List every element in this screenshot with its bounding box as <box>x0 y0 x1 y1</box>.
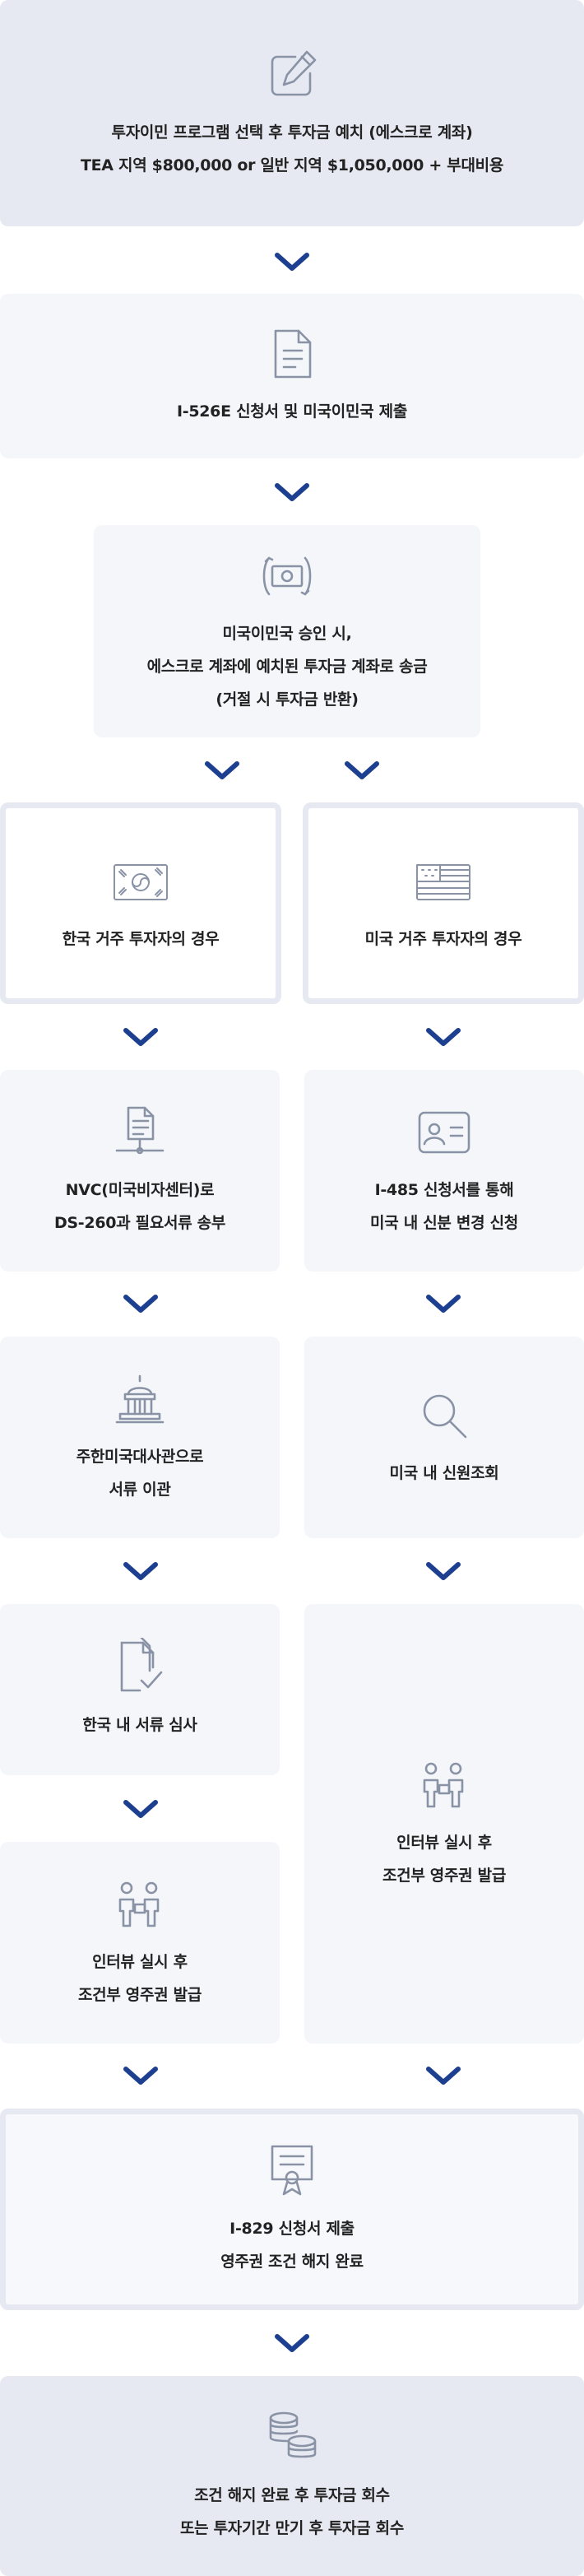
document-check-icon <box>110 1638 169 1697</box>
step-line: 조건 해지 완료 후 투자금 회수 <box>194 2485 390 2504</box>
step-deposit: 투자이민 프로그램 선택 후 투자금 예치 (에스크로 계좌) TEA 지역 $… <box>0 0 584 226</box>
money-exchange-icon <box>257 546 317 606</box>
step-line: I-829 신청서 제출 <box>229 2219 355 2238</box>
step-line: 주한미국대사관으로 <box>76 1447 204 1466</box>
chevron-down-icon <box>425 1294 461 1314</box>
step-line: 미국 거주 투자자의 경우 <box>364 929 522 948</box>
step-line: 서류 이관 <box>109 1480 171 1499</box>
step-recovery: 조건 해지 완료 후 투자금 회수 또는 투자기간 만기 후 투자금 회수 <box>0 2376 584 2576</box>
step-line: 한국 내 서류 심사 <box>82 1716 197 1734</box>
step-line: 조건부 영주권 발급 <box>382 1867 507 1885</box>
branch-korea-resident: 한국 거주 투자자의 경우 <box>0 802 281 1004</box>
step-line: I-526E 신청서 및 미국이민국 제출 <box>176 402 408 421</box>
network-document-icon <box>110 1103 169 1162</box>
chevron-down-icon <box>274 2333 310 2353</box>
korea-flag-icon <box>111 852 170 911</box>
chevron-down-icon <box>425 1027 461 1047</box>
step-i526e: I-526E 신청서 및 미국이민국 제출 <box>0 294 584 458</box>
interview-icon <box>415 1755 474 1815</box>
chevron-down-icon <box>344 760 380 780</box>
id-card-icon <box>415 1103 474 1162</box>
step-korea-interview: 인터뷰 실시 후 조건부 영주권 발급 <box>0 1842 280 2044</box>
step-line: TEA 지역 $800,000 or 일반 지역 $1,050,000 + 부대… <box>80 156 504 174</box>
step-line: I-485 신청서를 통해 <box>374 1180 514 1199</box>
step-korea-review: 한국 내 서류 심사 <box>0 1604 280 1775</box>
chevron-down-icon <box>123 1799 159 1819</box>
step-line: NVC(미국비자센터)로 <box>65 1180 215 1199</box>
step-line: 에스크로 계좌에 예치된 투자금 계좌로 송금 <box>146 658 428 676</box>
capitol-icon <box>110 1369 169 1429</box>
branch-us-resident: 미국 거주 투자자의 경우 <box>303 802 584 1004</box>
interview-icon <box>110 1875 169 1934</box>
chevron-down-icon <box>123 1561 159 1581</box>
step-embassy: 주한미국대사관으로 서류 이관 <box>0 1337 280 1538</box>
step-line: 영주권 조건 해지 완료 <box>220 2252 364 2271</box>
step-background-check: 미국 내 신원조회 <box>304 1337 584 1538</box>
step-nvc: NVC(미국비자센터)로 DS-260과 필요서류 송부 <box>0 1070 280 1272</box>
chevron-down-icon <box>123 1027 159 1047</box>
step-line: 또는 투자기간 만기 후 투자금 회수 <box>179 2518 405 2537</box>
step-us-interview: 인터뷰 실시 후 조건부 영주권 발급 <box>304 1604 584 2044</box>
search-icon <box>415 1386 474 1445</box>
step-line: 인터뷰 실시 후 <box>396 1834 492 1852</box>
chevron-down-icon <box>123 2066 159 2085</box>
chevron-down-icon <box>123 1294 159 1314</box>
step-line: 미국 내 신분 변경 신청 <box>370 1213 518 1232</box>
step-approval: 미국이민국 승인 시, 에스크로 계좌에 예치된 투자금 계좌로 송금 (거절 … <box>94 525 480 737</box>
step-line: 투자이민 프로그램 선택 후 투자금 예치 (에스크로 계좌) <box>111 123 473 142</box>
step-line: 미국 내 신원조회 <box>389 1463 499 1482</box>
chevron-down-icon <box>204 760 240 780</box>
step-line: DS-260과 필요서류 송부 <box>53 1213 226 1232</box>
step-i829: I-829 신청서 제출 영주권 조건 해지 완료 <box>0 2109 584 2310</box>
step-line: 미국이민국 승인 시, <box>222 625 352 643</box>
certificate-icon <box>262 2141 322 2201</box>
chevron-down-icon <box>425 1561 461 1581</box>
coins-icon <box>262 2408 322 2467</box>
chevron-down-icon <box>274 252 310 272</box>
step-line: 인터뷰 실시 후 <box>92 1952 188 1971</box>
us-flag-icon <box>414 852 473 911</box>
document-icon <box>262 324 322 384</box>
step-line: 한국 거주 투자자의 경우 <box>62 929 220 948</box>
step-i485: I-485 신청서를 통해 미국 내 신분 변경 신청 <box>304 1070 584 1272</box>
step-line: (거절 시 투자금 반환) <box>216 690 359 709</box>
chevron-down-icon <box>274 482 310 502</box>
chevron-down-icon <box>425 2066 461 2085</box>
step-line: 조건부 영주권 발급 <box>77 1985 202 2004</box>
edit-icon <box>262 45 322 105</box>
